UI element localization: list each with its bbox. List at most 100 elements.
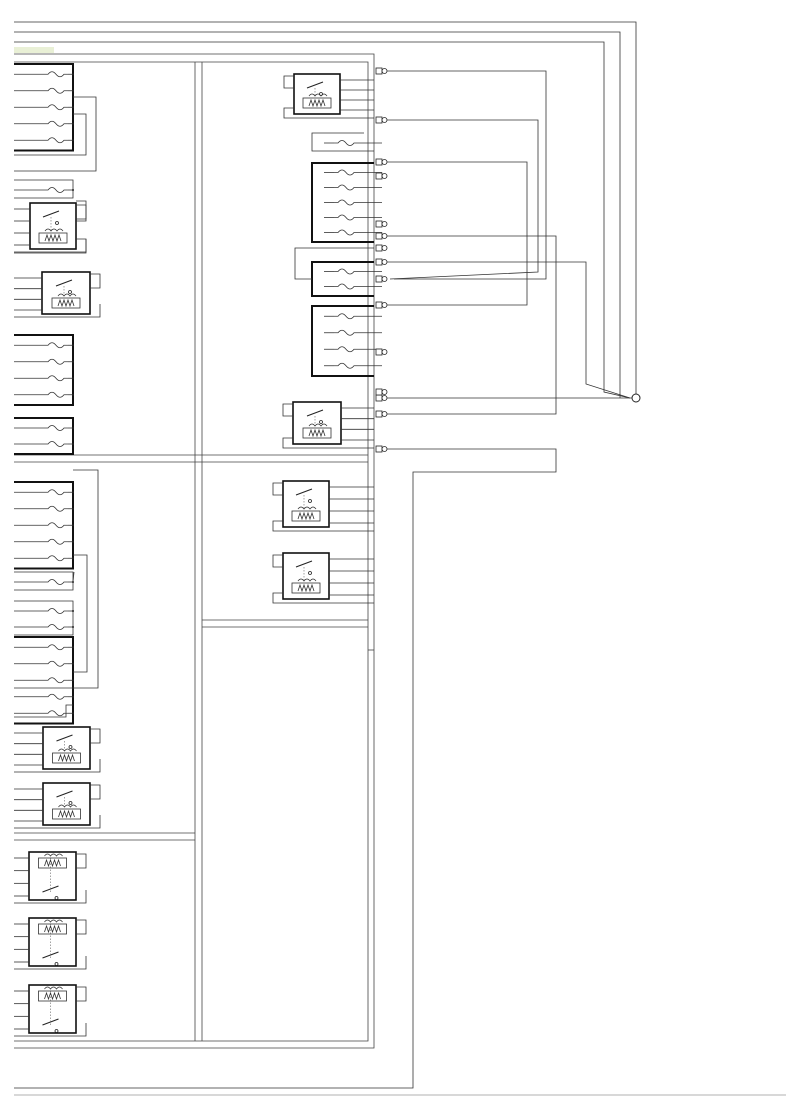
fuse-block <box>14 334 74 406</box>
main-housing <box>14 53 375 1049</box>
fuse-element <box>334 283 358 290</box>
relay-coil <box>291 582 321 594</box>
connector <box>375 258 388 266</box>
fuse-element <box>44 677 68 684</box>
relay-coil <box>38 232 68 244</box>
fuse-element <box>44 555 68 562</box>
fuse-element <box>334 268 358 275</box>
fuse-element <box>44 342 68 349</box>
fuse-element <box>44 391 68 398</box>
connector <box>375 348 388 356</box>
wire <box>76 200 87 222</box>
connector <box>375 158 388 166</box>
relays-layer <box>14 73 374 1037</box>
connector <box>375 116 388 124</box>
fuse-element <box>44 522 68 529</box>
connector <box>375 220 388 228</box>
fuse-element <box>44 579 68 585</box>
fuse-element <box>44 710 68 717</box>
connector <box>375 244 388 252</box>
wire <box>387 235 557 415</box>
relay <box>14 202 87 253</box>
fuse-block <box>14 179 74 199</box>
fuse-block <box>311 305 382 377</box>
fuse-block <box>311 132 382 152</box>
fuse-block <box>14 636 74 725</box>
fuse-element <box>334 169 358 176</box>
relay-coil <box>51 297 81 309</box>
fuse-block <box>14 63 74 152</box>
fuse-element <box>334 313 358 320</box>
fuse-element <box>44 660 68 667</box>
label-tab <box>14 47 54 53</box>
relay <box>14 851 87 904</box>
fuse-element <box>44 608 68 614</box>
relay-switch <box>306 409 324 417</box>
wire <box>387 119 539 280</box>
relay <box>14 984 87 1037</box>
fuse-element <box>44 375 68 382</box>
connector <box>375 445 388 453</box>
top-bus-wires <box>14 21 637 399</box>
wire <box>72 571 75 583</box>
ground-point <box>631 393 641 403</box>
relay <box>14 726 101 773</box>
connector <box>375 172 388 180</box>
fuse-element <box>334 329 358 336</box>
fuse-block <box>14 417 74 455</box>
connectors-layer <box>375 67 388 453</box>
fuse-element <box>44 187 68 193</box>
fuse-element <box>44 137 68 144</box>
fuse-element <box>334 199 358 206</box>
relay-coil <box>302 97 332 109</box>
relay <box>283 73 374 119</box>
relay-coil <box>302 427 332 439</box>
relay-switch <box>306 81 324 89</box>
relay-coil <box>52 752 81 764</box>
relay-switch <box>56 734 73 742</box>
relay-coil <box>38 990 67 1002</box>
connector <box>375 67 388 75</box>
fuse-block <box>14 481 74 570</box>
fuse-element <box>44 538 68 545</box>
relay-switch <box>55 279 73 287</box>
fuse-element <box>334 184 358 191</box>
fuse-element <box>44 425 68 431</box>
wire <box>14 113 87 156</box>
relay-coil <box>52 808 81 820</box>
connector <box>375 394 388 402</box>
fuse-block <box>14 600 74 636</box>
connector <box>375 388 388 396</box>
wire <box>14 238 87 254</box>
fuse-element <box>44 624 68 630</box>
relay-switch <box>295 488 313 496</box>
relay-switch <box>42 210 60 218</box>
fuse-element <box>44 505 68 512</box>
fuse-element <box>334 346 358 353</box>
fuse-element <box>44 71 68 78</box>
relay <box>14 782 101 829</box>
fuse-element <box>44 87 68 94</box>
wire <box>387 261 631 399</box>
fuse-element <box>44 441 68 447</box>
connector <box>375 410 388 418</box>
relay <box>272 480 374 532</box>
fuse-element <box>334 229 358 236</box>
wire <box>387 70 547 280</box>
fuse-block <box>311 162 382 243</box>
relay-coil <box>38 923 67 935</box>
relay-coil <box>291 510 321 522</box>
connector <box>375 301 388 309</box>
relay-coil <box>38 857 67 869</box>
wire <box>14 704 73 718</box>
wire <box>14 96 97 172</box>
fuse-element <box>44 120 68 127</box>
wire <box>73 554 88 673</box>
fuse-element <box>334 362 358 369</box>
relay <box>14 271 101 318</box>
wires-layer <box>14 70 632 718</box>
relay-switch <box>295 560 313 568</box>
wire <box>14 469 99 689</box>
